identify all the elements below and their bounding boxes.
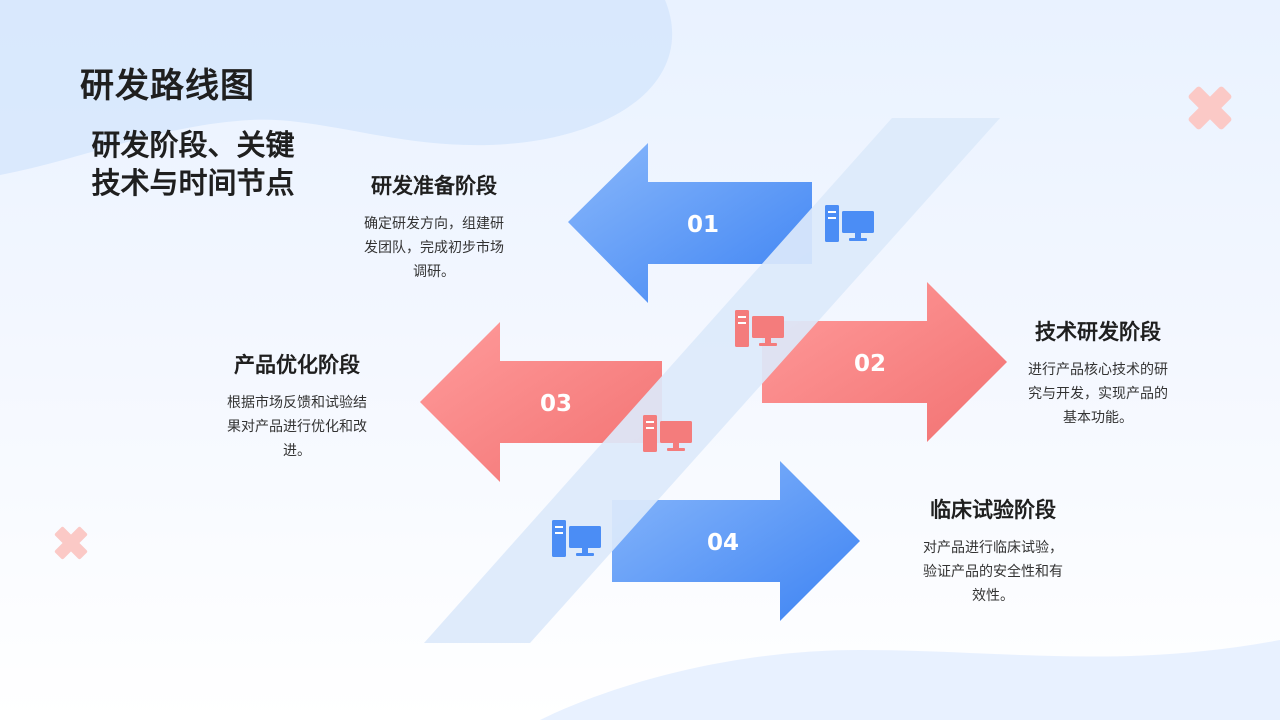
arrow-01 [568, 143, 812, 303]
stage-title: 技术研发阶段 [1035, 320, 1161, 344]
stage-03-block: 产品优化阶段 根据市场反馈和试验结果对产品进行优化和改进。 [215, 349, 379, 463]
stage-title: 研发准备阶段 [371, 174, 497, 198]
arrow-02 [762, 282, 1007, 442]
bottom-right-blob [540, 640, 1280, 720]
stage-description: 根据市场反馈和试验结果对产品进行优化和改进。 [227, 395, 367, 459]
arrow-03 [420, 322, 662, 482]
arrow-04 [612, 461, 860, 621]
stage-title: 临床试验阶段 [930, 498, 1056, 522]
arrow-number-04: 04 [707, 530, 739, 556]
stage-description: 确定研发方向，组建研发团队，完成初步市场调研。 [364, 216, 504, 280]
cross-decoration-bottom-left [54, 526, 88, 560]
arrow-number-01: 01 [687, 212, 719, 238]
stage-01-block: 研发准备阶段 确定研发方向，组建研发团队，完成初步市场调研。 [352, 170, 516, 284]
stage-description: 对产品进行临床试验，验证产品的安全性和有效性。 [923, 540, 1063, 604]
stage-04-block: 临床试验阶段 对产品进行临床试验，验证产品的安全性和有效性。 [911, 494, 1075, 608]
arrow-number-02: 02 [854, 351, 886, 377]
page-title: 研发路线图 [80, 66, 255, 106]
computer-icon [643, 415, 692, 452]
computer-icon [735, 310, 784, 347]
stage-02-block: 技术研发阶段 进行产品核心技术的研究与开发，实现产品的基本功能。 [1016, 316, 1180, 430]
page-subtitle: 研发阶段、关键技术与时间节点 [91, 128, 295, 200]
computer-icon [552, 520, 601, 557]
computer-icon [825, 205, 874, 242]
stage-title: 产品优化阶段 [234, 353, 360, 377]
top-left-blob [0, 0, 673, 175]
diagonal-band [424, 118, 1000, 643]
stage-description: 进行产品核心技术的研究与开发，实现产品的基本功能。 [1028, 362, 1168, 426]
cross-decoration-top-right [1188, 86, 1232, 130]
arrow-number-03: 03 [540, 391, 572, 417]
